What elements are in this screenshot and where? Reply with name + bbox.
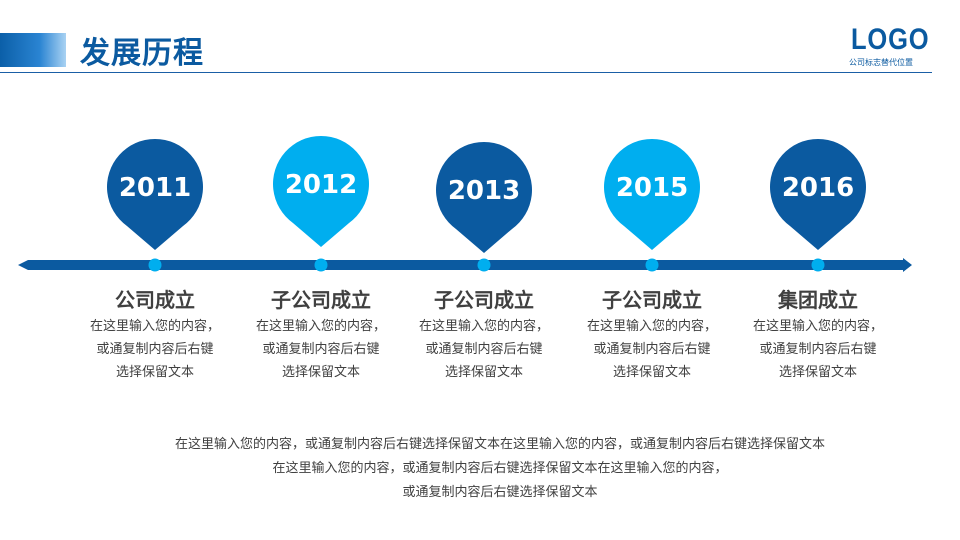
description-line: 或通复制内容后右键 xyxy=(425,342,543,357)
timeline-dot xyxy=(148,258,162,272)
milestone-title: 子公司成立 xyxy=(271,288,371,312)
description-line: 选择保留文本 xyxy=(444,365,523,380)
milestone-pin: 2012 xyxy=(273,136,369,247)
milestone-description: 在这里输入您的内容， 或通复制内容后右键选择保留文本 xyxy=(567,315,737,384)
milestone-event: 子公司成立在这里输入您的内容， 或通复制内容后右键选择保留文本 xyxy=(399,287,569,384)
timeline-dot xyxy=(314,258,328,272)
logo: LOGO xyxy=(851,23,930,56)
description-line: 或通复制内容后右键 xyxy=(262,342,380,357)
footer-line: 或通复制内容后右键选择保留文本 xyxy=(402,485,598,500)
pin-marker xyxy=(107,139,204,250)
header-divider xyxy=(0,72,932,73)
milestone-title: 子公司成立 xyxy=(602,288,702,312)
timeline-arrow xyxy=(18,258,912,272)
milestone-title: 子公司成立 xyxy=(434,288,534,312)
description-line: 或通复制内容后右键 xyxy=(593,342,711,357)
pin-year-label: 2013 xyxy=(448,176,520,206)
timeline-axis xyxy=(18,258,912,272)
description-line: 选择保留文本 xyxy=(778,365,857,380)
description-line: 在这里输入您的内容， xyxy=(752,319,883,334)
timeline-dot xyxy=(811,258,825,272)
footer-line: 在这里输入您的内容，或通复制内容后右键选择保留文本在这里输入您的内容， xyxy=(272,461,728,476)
pin-year-label: 2015 xyxy=(616,173,688,203)
header-accent-bar xyxy=(0,33,66,67)
milestone-description: 在这里输入您的内容， 或通复制内容后右键选择保留文本 xyxy=(399,315,569,384)
milestone-description: 在这里输入您的内容， 或通复制内容后右键选择保留文本 xyxy=(733,315,903,384)
description-line: 在这里输入您的内容， xyxy=(586,319,717,334)
pin-marker xyxy=(273,136,369,247)
description-line: 在这里输入您的内容， xyxy=(89,319,220,334)
milestone-title: 公司成立 xyxy=(115,288,195,312)
pin-year-label: 2011 xyxy=(119,173,191,203)
milestone-event: 子公司成立在这里输入您的内容， 或通复制内容后右键选择保留文本 xyxy=(236,287,406,384)
page-title: 发展历程 xyxy=(80,36,204,71)
footer-text: 在这里输入您的内容，或通复制内容后右键选择保留文本在这里输入您的内容， 或通复制内… xyxy=(100,433,900,505)
milestone-pin: 2013 xyxy=(436,142,533,253)
milestone-pin: 2015 xyxy=(604,139,700,250)
description-line: 或通复制内容后右键 xyxy=(96,342,214,357)
milestone-event: 子公司成立在这里输入您的内容， 或通复制内容后右键选择保留文本 xyxy=(567,287,737,384)
pin-year-label: 2012 xyxy=(285,170,357,200)
milestone-event: 集团成立在这里输入您的内容， 或通复制内容后右键选择保留文本 xyxy=(733,287,903,384)
pin-marker xyxy=(436,142,533,253)
milestone-description: 在这里输入您的内容， 或通复制内容后右键选择保留文本 xyxy=(70,315,240,384)
timeline-pins: 2011 2012 2013 2015 2016 xyxy=(107,136,866,253)
description-line: 或通复制内容后右键 xyxy=(759,342,877,357)
description-line: 选择保留文本 xyxy=(281,365,360,380)
milestone-event: 公司成立在这里输入您的内容， 或通复制内容后右键选择保留文本 xyxy=(70,287,240,384)
description-line: 选择保留文本 xyxy=(612,365,691,380)
description-line: 选择保留文本 xyxy=(115,365,194,380)
logo-subtitle: 公司标志替代位置 xyxy=(849,58,913,67)
description-line: 在这里输入您的内容， xyxy=(418,319,549,334)
pin-marker xyxy=(770,139,866,250)
pin-marker xyxy=(604,139,700,250)
pin-year-label: 2016 xyxy=(782,173,854,203)
milestone-description: 在这里输入您的内容， 或通复制内容后右键选择保留文本 xyxy=(236,315,406,384)
timeline-dot xyxy=(645,258,659,272)
milestone-pin: 2011 xyxy=(107,139,204,250)
description-line: 在这里输入您的内容， xyxy=(255,319,386,334)
timeline-dot xyxy=(477,258,491,272)
footer-line: 在这里输入您的内容，或通复制内容后右键选择保留文本在这里输入您的内容，或通复制内… xyxy=(174,437,825,452)
milestone-title: 集团成立 xyxy=(778,288,858,312)
milestone-pin: 2016 xyxy=(770,139,866,250)
